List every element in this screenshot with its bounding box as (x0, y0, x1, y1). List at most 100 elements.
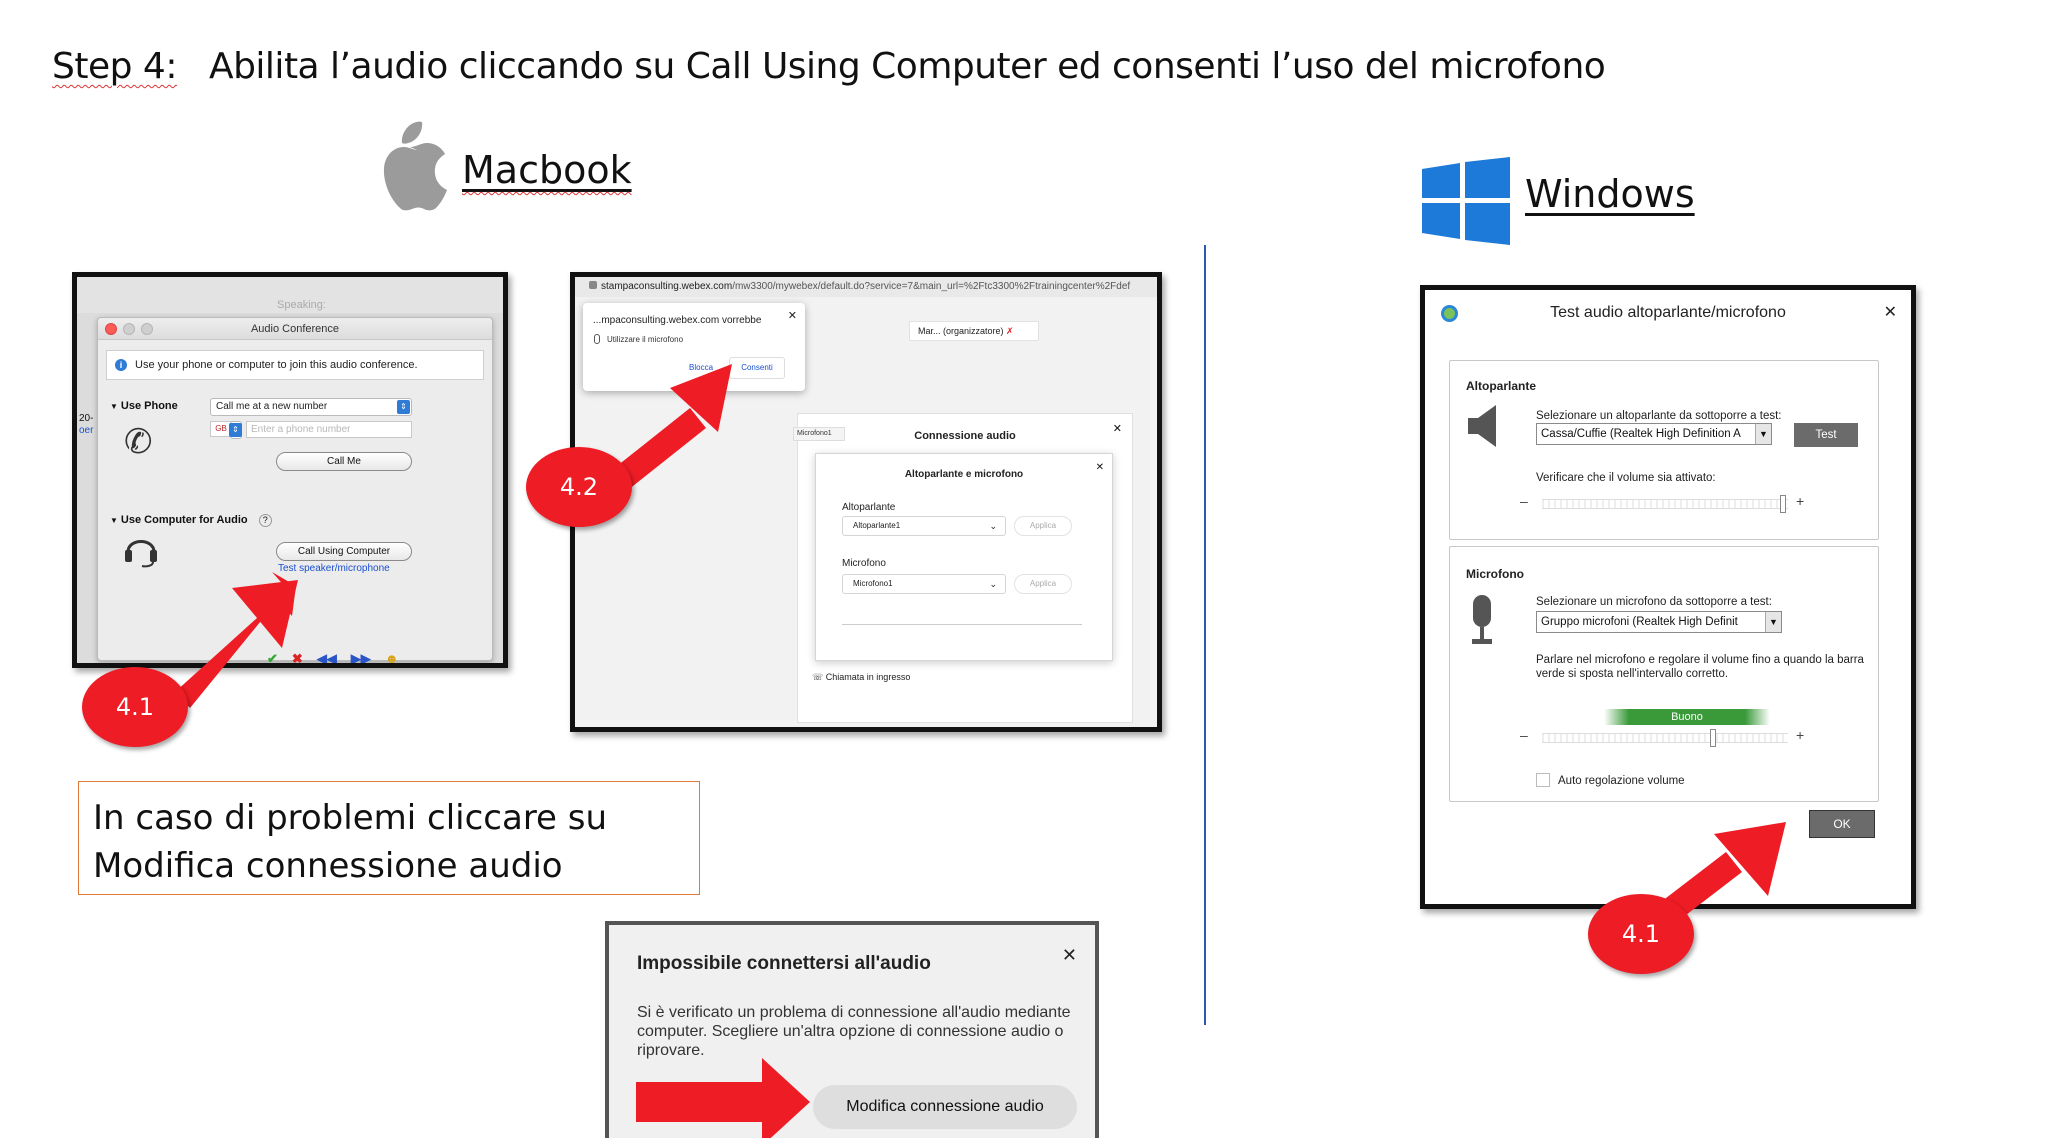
modify-audio-connection-button[interactable]: Modifica connessione audio (813, 1085, 1077, 1129)
muted-mic-icon: ✗ (1006, 326, 1014, 336)
close-window-button[interactable] (105, 323, 117, 335)
troubleshooting-notice: In caso di problemi cliccare su Modifica… (78, 781, 700, 895)
speaker-select[interactable]: Cassa/Cuffie (Realtek High Definition A▼ (1536, 423, 1772, 445)
arrow-head-ok (1714, 822, 1786, 896)
window-title: Audio Conference (250, 323, 340, 335)
microphone-select[interactable]: Microfono1⌄ (842, 574, 1006, 594)
arrow-to-call-using-computer (175, 572, 296, 708)
info-banner: i Use your phone or computer to join thi… (106, 350, 484, 380)
chevron-down-icon: ▼ (1765, 612, 1781, 632)
call-using-computer-button[interactable]: Call Using Computer (276, 542, 412, 561)
speaker-volume-thumb[interactable] (1780, 495, 1786, 513)
cross-icon[interactable]: ✖ (291, 651, 303, 666)
mic-volume-thumb[interactable] (1710, 729, 1716, 747)
close-icon[interactable]: ✕ (1112, 423, 1122, 435)
window-titlebar: Audio Conference (98, 318, 492, 340)
close-icon[interactable]: ✕ (787, 310, 797, 322)
volume-plus[interactable]: + (1796, 493, 1805, 509)
macbook-heading: Macbook (462, 148, 632, 192)
country-select-arrow[interactable]: ⇕ (229, 421, 242, 439)
dialog-title: Test audio altoparlante/microfono (1550, 304, 1786, 321)
info-text: Use your phone or computer to join this … (135, 359, 418, 371)
test-speaker-microphone-link[interactable]: Test speaker/microphone (278, 563, 390, 574)
test-speaker-button[interactable]: Test (1794, 423, 1858, 447)
audio-conference-window: Audio Conference i Use your phone or com… (97, 317, 493, 661)
close-icon[interactable]: ✕ (1883, 304, 1897, 321)
speaker-select-label: Selezionare un altoparlante da sottoporr… (1536, 410, 1782, 422)
auto-volume-label: Auto regolazione volume (1558, 775, 1685, 787)
mic-volume-minus[interactable]: – (1520, 727, 1528, 743)
disclosure-triangle-icon: ▼ (110, 402, 118, 411)
speaker-icon (1468, 405, 1496, 447)
rewind-icon[interactable]: ◀◀ (316, 651, 337, 666)
mic-volume-slider[interactable] (1542, 733, 1788, 743)
windows-heading: Windows (1525, 172, 1695, 216)
windows-audio-test-dialog: Test audio altoparlante/microfono ✕ Alto… (1420, 285, 1916, 909)
apply-speaker-button[interactable]: Applica (1014, 516, 1072, 536)
browser-address-bar[interactable]: stampaconsulting.webex.com/mw3300/mywebe… (575, 277, 1157, 297)
close-icon[interactable]: ✕ (1095, 462, 1104, 473)
speaking-label: Speaking: (277, 299, 326, 311)
microphone-instructions: Parlare nel microfono e regolare il volu… (1536, 654, 1864, 680)
microphone-icon (594, 334, 600, 344)
step-title: Step 4:Abilita l’audio cliccando su Call… (52, 46, 1606, 87)
arrow-head-consenti (670, 364, 732, 432)
phone-handset-icon: ✆ (124, 423, 153, 461)
chevron-down-icon: ▼ (1755, 424, 1771, 444)
use-computer-section[interactable]: ▼Use Computer for Audio ? (110, 514, 272, 527)
speaker-microphone-dialog: Altoparlante e microfono ✕ Altoparlante … (815, 453, 1113, 661)
side-text-link: oer (79, 425, 94, 436)
zoom-window-button[interactable] (141, 323, 153, 335)
use-phone-section[interactable]: ▼Use Phone (110, 400, 178, 412)
arrow-to-consenti (612, 408, 706, 490)
auto-volume-checkbox[interactable] (1536, 773, 1550, 787)
fast-forward-icon[interactable]: ▶▶ (350, 651, 371, 666)
permission-subtitle: Utilizzare il microfono (607, 335, 684, 344)
arrow-to-modify-button (636, 1058, 810, 1138)
error-title: Impossibile connettersi all'audio (637, 953, 931, 974)
country-flag-select[interactable]: GB (210, 421, 232, 437)
emoji-icon[interactable]: ☻ (384, 651, 399, 666)
apply-microphone-button[interactable]: Applica (1014, 574, 1072, 594)
dialog-header: Test audio altoparlante/microfono ✕ (1425, 290, 1911, 336)
headset-icon (125, 540, 157, 568)
step-badge-4-2-mac: 4.2 (526, 447, 632, 527)
step-text: Abilita l’audio cliccando su Call Using … (208, 46, 1606, 87)
volume-minus[interactable]: – (1520, 493, 1528, 509)
close-icon[interactable]: ✕ (1061, 945, 1077, 965)
arrow-head-call-using-computer (232, 580, 298, 648)
chevron-down-icon: ⌄ (989, 521, 997, 531)
mic-volume-plus[interactable]: + (1796, 727, 1805, 743)
speaker-volume-slider[interactable] (1542, 499, 1788, 509)
webex-browser-screenshot: stampaconsulting.webex.com/mw3300/mywebe… (570, 272, 1162, 732)
microphone-icon (1472, 595, 1492, 644)
minimize-window-button[interactable] (123, 323, 135, 335)
call-me-button[interactable]: Call Me (276, 452, 412, 471)
section-divider (1204, 245, 1206, 1025)
incoming-call-option[interactable]: ☏ Chiamata in ingresso (812, 672, 911, 682)
speaker-select[interactable]: Altoparlante1⌄ (842, 516, 1006, 536)
help-icon[interactable]: ? (258, 514, 272, 527)
microphone-select[interactable]: Gruppo microfoni (Realtek High Definit▼ (1536, 611, 1782, 633)
meeting-toolbar: ✔ ✖ ◀◀ ▶▶ ☻ (267, 651, 399, 666)
organizer-chip: Mar... (organizzatore) ✗ (909, 321, 1039, 341)
check-icon[interactable]: ✔ (267, 651, 278, 666)
block-button[interactable]: Blocca (689, 363, 714, 372)
microphone-permission-popup: ...mpaconsulting.webex.com vorrebbe ✕ Ut… (583, 303, 805, 391)
phone-icon: ☏ (812, 672, 824, 682)
chevron-down-icon: ⌄ (989, 579, 997, 589)
volume-check-label: Verificare che il volume sia attivato: (1536, 472, 1716, 484)
window-controls (105, 323, 153, 335)
phone-number-input[interactable]: Enter a phone number (246, 421, 412, 438)
dialog-title: Altoparlante e microfono (904, 469, 1024, 480)
microphone-select-label: Selezionare un microfono da sottoporre a… (1536, 596, 1772, 608)
info-icon: i (115, 359, 127, 371)
chevron-updown-icon: ⇕ (397, 400, 410, 414)
microphone-level-slider[interactable] (842, 614, 1082, 628)
background-strip (77, 277, 503, 313)
speaker-group-label: Altoparlante (1466, 379, 1537, 393)
call-me-select[interactable]: Call me at a new number⇕ (210, 398, 412, 416)
ok-button[interactable]: OK (1809, 810, 1875, 838)
microphone-group-label: Microfono (1466, 567, 1524, 581)
step-badge-4-1-windows: 4.1 (1588, 894, 1694, 974)
